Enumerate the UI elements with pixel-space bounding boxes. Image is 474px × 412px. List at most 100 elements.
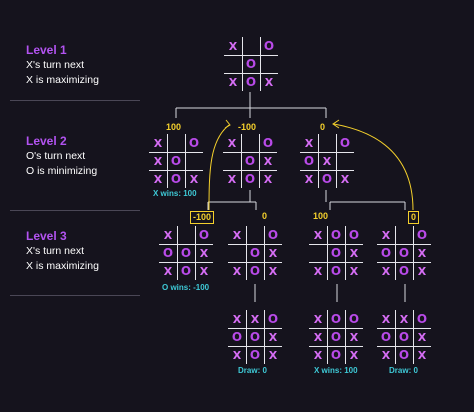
x-mark: X: [227, 136, 237, 150]
o-mark: O: [348, 311, 360, 326]
empty-cell: [228, 244, 246, 262]
x-mark: X: [264, 75, 274, 89]
level-divider: [10, 210, 140, 211]
x-mark: X: [163, 228, 173, 242]
grid-line: [309, 244, 363, 245]
x-mark: X: [199, 264, 209, 278]
x-mark: X: [304, 172, 314, 186]
x-mark: X: [199, 246, 209, 260]
level-turn: X's turn next: [26, 59, 85, 71]
empty-cell: [246, 226, 264, 244]
o-mark: O: [339, 135, 351, 150]
minimax-score: 0: [408, 211, 420, 224]
x-mark: X: [153, 136, 163, 150]
grid-line: [223, 152, 277, 153]
grid-line: [300, 170, 354, 171]
x-mark: X: [349, 246, 359, 260]
o-mark: O: [198, 227, 210, 242]
o-mark: O: [398, 329, 410, 344]
x-mark: X: [268, 330, 278, 344]
empty-cell: [242, 37, 260, 55]
minimax-score: 100: [313, 211, 329, 221]
minimax-score: 0: [262, 211, 268, 221]
empty-cell: [318, 134, 336, 152]
grid-line: [149, 170, 203, 171]
o-mark: O: [180, 263, 192, 278]
o-mark: O: [162, 245, 174, 260]
x-mark: X: [417, 330, 427, 344]
o-mark: O: [398, 245, 410, 260]
o-mark: O: [170, 171, 182, 186]
o-mark: O: [330, 263, 342, 278]
level-title: Level 1: [26, 43, 67, 57]
x-mark: X: [189, 172, 199, 186]
o-mark: O: [321, 171, 333, 186]
x-mark: X: [313, 330, 323, 344]
o-mark: O: [330, 347, 342, 362]
x-mark: X: [417, 246, 427, 260]
x-mark: X: [232, 348, 242, 362]
grid-line: [395, 226, 396, 280]
grid-line: [345, 226, 346, 280]
grid-line: [159, 244, 213, 245]
x-mark: X: [313, 312, 323, 326]
o-mark: O: [249, 329, 261, 344]
o-mark: O: [262, 135, 274, 150]
x-mark: X: [349, 330, 359, 344]
x-mark: X: [313, 264, 323, 278]
o-mark: O: [180, 245, 192, 260]
empty-cell: [224, 55, 242, 73]
propagate-arrow-right: [333, 123, 414, 211]
x-mark: X: [250, 312, 260, 326]
x-mark: X: [232, 228, 242, 242]
empty-cell: [309, 244, 327, 262]
x-mark: X: [304, 136, 314, 150]
x-mark: X: [340, 172, 350, 186]
grid-line: [260, 37, 261, 91]
o-mark: O: [330, 311, 342, 326]
o-mark: O: [330, 329, 342, 344]
o-mark: O: [188, 135, 200, 150]
grid-line: [413, 310, 414, 364]
o-mark: O: [263, 38, 275, 53]
minimax-score: -100: [238, 122, 257, 132]
grid-line: [228, 346, 282, 347]
o-mark: O: [398, 347, 410, 362]
grid-line: [177, 226, 178, 280]
grid-line: [228, 328, 282, 329]
x-mark: X: [232, 312, 242, 326]
x-mark: X: [399, 312, 409, 326]
o-mark: O: [398, 263, 410, 278]
terminal-result: O wins: -100: [162, 283, 210, 292]
o-mark: O: [231, 329, 243, 344]
level-1-caption: Level 1 X's turn next X is maximizing: [26, 42, 99, 88]
terminal-result: X wins: 100: [153, 189, 197, 198]
o-mark: O: [380, 245, 392, 260]
o-mark: O: [267, 311, 279, 326]
empty-cell: [241, 134, 259, 152]
level-title: Level 3: [26, 229, 67, 243]
level-divider: [10, 100, 140, 101]
level-turn: X's turn next: [26, 245, 85, 257]
o-mark: O: [244, 171, 256, 186]
grid-line: [318, 134, 319, 188]
o-mark: O: [380, 329, 392, 344]
minimax-score: -100: [190, 211, 215, 224]
level-role: O is minimizing: [26, 165, 98, 177]
grid-line: [395, 310, 396, 364]
grid-line: [224, 73, 278, 74]
x-mark: X: [381, 264, 391, 278]
grid-line: [224, 55, 278, 56]
grid-line: [264, 310, 265, 364]
empty-cell: [336, 152, 354, 170]
o-mark: O: [416, 227, 428, 242]
